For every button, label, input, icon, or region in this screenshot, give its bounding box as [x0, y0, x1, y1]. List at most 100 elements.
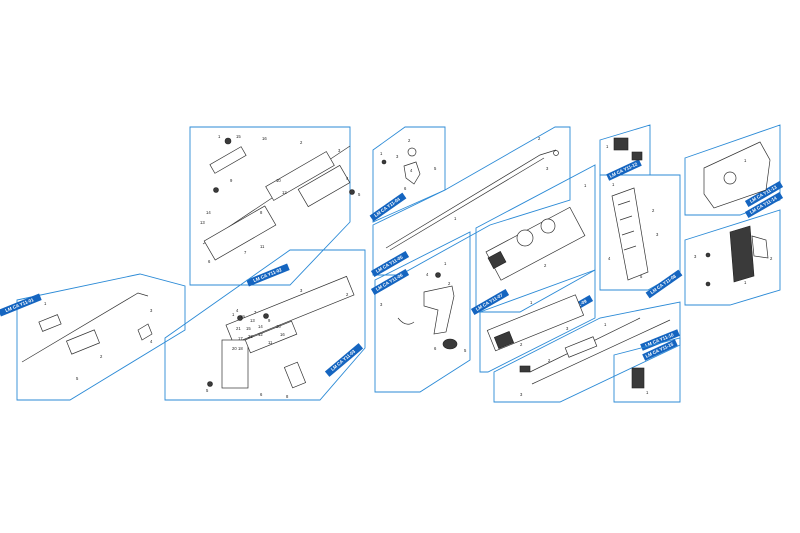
panel-tag: LM CA Y11-08 [645, 269, 683, 299]
callout: 9 [230, 178, 233, 183]
panel-lm-08: LM CA Y11-08 1 2 3 4 5 [599, 174, 683, 299]
lower-rail-part [225, 275, 355, 345]
sight-part [631, 367, 645, 389]
callout: 2 [770, 256, 773, 261]
callout: 13 [250, 318, 255, 323]
gear-part [516, 229, 534, 247]
pin-part [349, 189, 355, 195]
panel-tag: LM CA Y11-02 [246, 263, 290, 287]
callout: 3 [520, 392, 523, 397]
magazine-part [611, 187, 649, 281]
callout: 1 [606, 144, 609, 149]
callout: 1 [218, 134, 221, 139]
tag-bg [642, 339, 678, 361]
tag-bg [0, 293, 42, 317]
bracket-part [751, 235, 769, 259]
spring-part [407, 147, 417, 157]
tag-label: LM CA Y11-04 [373, 196, 401, 218]
callout: 1 [744, 280, 747, 285]
pin-part [237, 315, 243, 321]
callout: 1 [444, 261, 447, 266]
magazine-ribs [617, 200, 637, 251]
callout: 1 [530, 300, 533, 305]
callout: 8 [286, 394, 289, 399]
panel-tag: LM CA Y11-01 [0, 293, 42, 317]
callout: 1 [744, 158, 747, 163]
callout: 1 [646, 390, 649, 395]
trigger-housing-part [244, 320, 298, 354]
connector-part [519, 365, 531, 373]
lever-part [66, 329, 100, 355]
tag-label: LM CA Y11-03 [330, 348, 357, 371]
panel-frame [372, 126, 446, 223]
plate-part [38, 314, 62, 332]
panel-frame [684, 209, 781, 306]
tag-bg [606, 159, 642, 181]
pad-part [729, 225, 755, 283]
grip-part [423, 285, 455, 335]
panel-tag: LM CA Y11-04 [369, 192, 407, 222]
pin-part [207, 381, 213, 387]
handguard-part [265, 151, 335, 201]
callout: 5 [434, 166, 437, 171]
panel-tag: LM CA Y11-07 [470, 288, 510, 316]
callout: 20 [232, 346, 237, 351]
small-part [137, 323, 153, 341]
callout: 3 [546, 166, 549, 171]
callout: 19 [240, 314, 245, 319]
callout: 16 [262, 136, 267, 141]
screw-part [705, 252, 711, 258]
callout: 1 [612, 182, 615, 187]
trigger-part [403, 161, 421, 185]
fuse-part [564, 336, 598, 358]
callout: 5 [358, 192, 361, 197]
callout: 22 [248, 334, 253, 339]
spring-part [397, 317, 415, 325]
tag-bg [744, 180, 784, 208]
screw-part [435, 272, 441, 278]
panel-lm-12: LM CA Y11-12 1 [599, 124, 651, 181]
callout: 4 [426, 272, 429, 277]
selector-part [631, 151, 643, 161]
callout: 13 [200, 220, 205, 225]
tag-bg [324, 343, 364, 377]
panel-frame [475, 164, 596, 313]
screw-part [705, 281, 711, 287]
rod-part [389, 157, 545, 251]
receiver-part [203, 205, 277, 261]
callout: 1 [584, 183, 587, 188]
callout: 5 [464, 348, 467, 353]
tag-label: LM CA Y11-05 [375, 254, 404, 274]
callout: 8 [260, 210, 263, 215]
callout: 1 [232, 312, 235, 317]
callout: 15 [236, 134, 241, 139]
panel-tag: LM CA Y11-12 [606, 159, 642, 181]
callout: 1 [604, 322, 607, 327]
panel-frame [189, 126, 351, 286]
tag-bg [470, 288, 510, 316]
callout: 2 [538, 136, 541, 141]
panel-lm-11: LM CA Y11-01 1 2 3 4 5 [0, 273, 186, 401]
callout: 5 [640, 274, 643, 279]
tag-label: LM CA Y11-08 [649, 273, 677, 295]
callout: 3 [338, 148, 341, 153]
stock-housing-part [703, 141, 771, 209]
callout: 2 [346, 292, 349, 297]
tag-bg [369, 192, 407, 222]
gear-part [540, 218, 556, 234]
callout: 6 [404, 186, 407, 191]
callout: 1 [454, 216, 457, 221]
tag-bg [246, 263, 290, 287]
callout: 3 [150, 308, 153, 313]
panel-frame [372, 126, 571, 276]
callout: 1 [380, 151, 383, 156]
callout: 5 [76, 376, 79, 381]
callout: 16 [280, 332, 285, 337]
pin-part [381, 159, 387, 165]
callout: 3 [566, 326, 569, 331]
panel-frame [599, 124, 651, 176]
callout: 3 [300, 288, 303, 293]
callout: 12 [258, 332, 263, 337]
callout: 7 [244, 250, 247, 255]
panel-frame [613, 337, 681, 403]
